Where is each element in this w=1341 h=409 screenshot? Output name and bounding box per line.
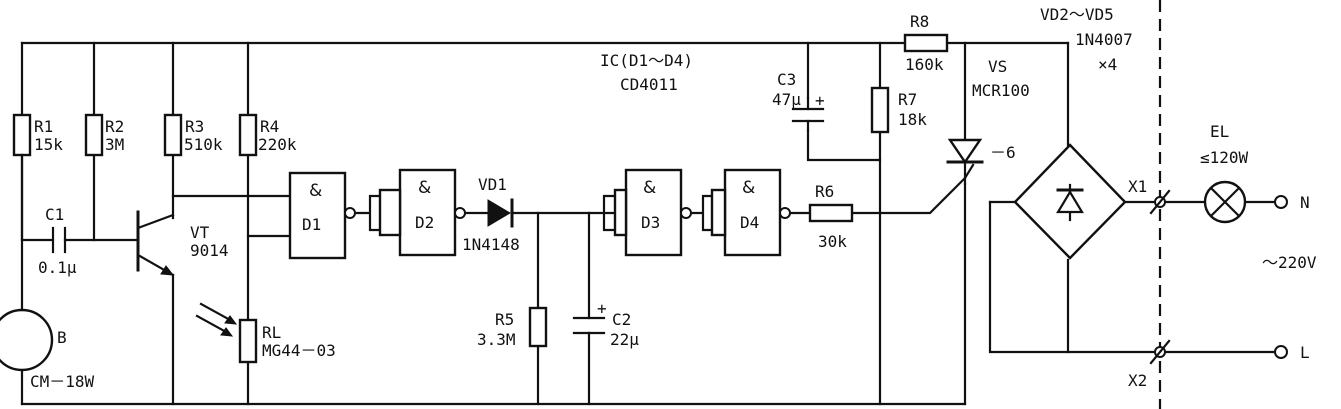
nand-gate-d1 xyxy=(288,171,356,260)
gate-d2-symbol: & xyxy=(418,178,431,198)
resistor-r8 xyxy=(903,33,949,53)
label-mains: ～220V xyxy=(1262,253,1317,272)
resistor-r5 xyxy=(528,306,548,348)
label-d4: D4 xyxy=(740,213,759,232)
value-r6: 30k xyxy=(818,232,847,251)
label-x2: X2 xyxy=(1128,371,1147,390)
capacitor-c3 xyxy=(791,96,825,132)
value-c3: 47μ xyxy=(772,90,801,109)
bridge-rectifier-vd2-vd5 xyxy=(1013,143,1127,260)
label-rl: RL xyxy=(262,323,281,342)
label-r7: R7 xyxy=(898,90,917,109)
lamp-el xyxy=(1203,180,1247,224)
label-vt: VT xyxy=(190,223,210,242)
value-r4: 220k xyxy=(258,135,297,154)
label-c3: C3 xyxy=(777,70,796,89)
nand-gate-d3 xyxy=(613,168,692,257)
gate-d4-symbol: & xyxy=(742,178,755,198)
value-r2: 3M xyxy=(105,135,124,154)
resistor-r1 xyxy=(12,113,32,157)
nand-gate-d2 xyxy=(378,168,466,257)
label-c1: C1 xyxy=(45,205,64,224)
resistor-r2 xyxy=(84,113,104,157)
diode-vd1 xyxy=(487,198,514,228)
value-vd1: 1N4148 xyxy=(462,235,520,254)
label-vd1: VD1 xyxy=(478,175,507,194)
value-vd2-vd5: 1N4007 xyxy=(1075,30,1133,49)
resistor-r7 xyxy=(870,86,890,134)
count-vd2-vd5: ×4 xyxy=(1098,55,1117,74)
value-r3: 510k xyxy=(184,135,223,154)
terminal-n-icon xyxy=(1274,195,1288,209)
light-arrows-icon xyxy=(195,302,238,337)
value-r5: 3.3M xyxy=(477,330,516,349)
suffix-vs: －6 xyxy=(990,143,1016,162)
value-r1: 15k xyxy=(34,135,63,154)
label-l: L xyxy=(1300,343,1310,362)
resistor-r3 xyxy=(163,113,183,157)
label-b: B xyxy=(57,328,67,347)
resistor-r4 xyxy=(238,113,258,157)
nand-gate-d4 xyxy=(710,168,791,257)
value-c2: 22μ xyxy=(610,330,639,349)
label-r8: R8 xyxy=(910,12,929,31)
label-r3: R3 xyxy=(185,117,204,136)
label-r6: R6 xyxy=(815,182,834,201)
label-c2: C2 xyxy=(612,310,631,329)
value-vt: 9014 xyxy=(190,241,229,260)
value-r7: 18k xyxy=(898,110,927,129)
label-x1: X1 xyxy=(1128,177,1147,196)
value-r8: 160k xyxy=(905,55,944,74)
c2-plus-sign: + xyxy=(597,299,607,318)
label-d2: D2 xyxy=(415,213,434,232)
c3-plus-sign: + xyxy=(815,91,825,110)
thyristor-vs xyxy=(946,138,984,186)
label-d1: D1 xyxy=(302,215,321,234)
value-el: ≤120W xyxy=(1200,148,1249,167)
photoresistor-rl xyxy=(238,318,258,364)
value-c1: 0.1μ xyxy=(38,258,77,277)
value-b: CM－18W xyxy=(30,372,95,391)
resistor-r6 xyxy=(808,203,854,223)
label-el: EL xyxy=(1210,122,1229,141)
gate-d3-symbol: & xyxy=(643,178,656,198)
terminal-x1 xyxy=(1149,189,1171,215)
terminal-x2 xyxy=(1149,339,1171,365)
value-rl: MG44－03 xyxy=(262,341,336,360)
label-n: N xyxy=(1300,193,1310,212)
transistor-vt xyxy=(136,210,175,277)
label-r4: R4 xyxy=(260,117,279,136)
terminal-l-icon xyxy=(1274,345,1288,359)
microphone-b xyxy=(0,308,54,372)
label-r1: R1 xyxy=(34,117,53,136)
capacitor-c1 xyxy=(51,226,67,254)
capacitor-c2 xyxy=(572,316,606,335)
label-ic: IC(D1～D4) xyxy=(600,51,693,70)
value-vs: MCR100 xyxy=(972,81,1030,100)
label-vs: VS xyxy=(988,57,1007,76)
label-d3: D3 xyxy=(641,213,660,232)
label-r2: R2 xyxy=(105,117,124,136)
value-ic: CD4011 xyxy=(620,75,678,94)
gate-d1-symbol: & xyxy=(309,181,322,201)
label-r5: R5 xyxy=(495,310,514,329)
label-vd2-vd5: VD2～VD5 xyxy=(1040,5,1114,24)
